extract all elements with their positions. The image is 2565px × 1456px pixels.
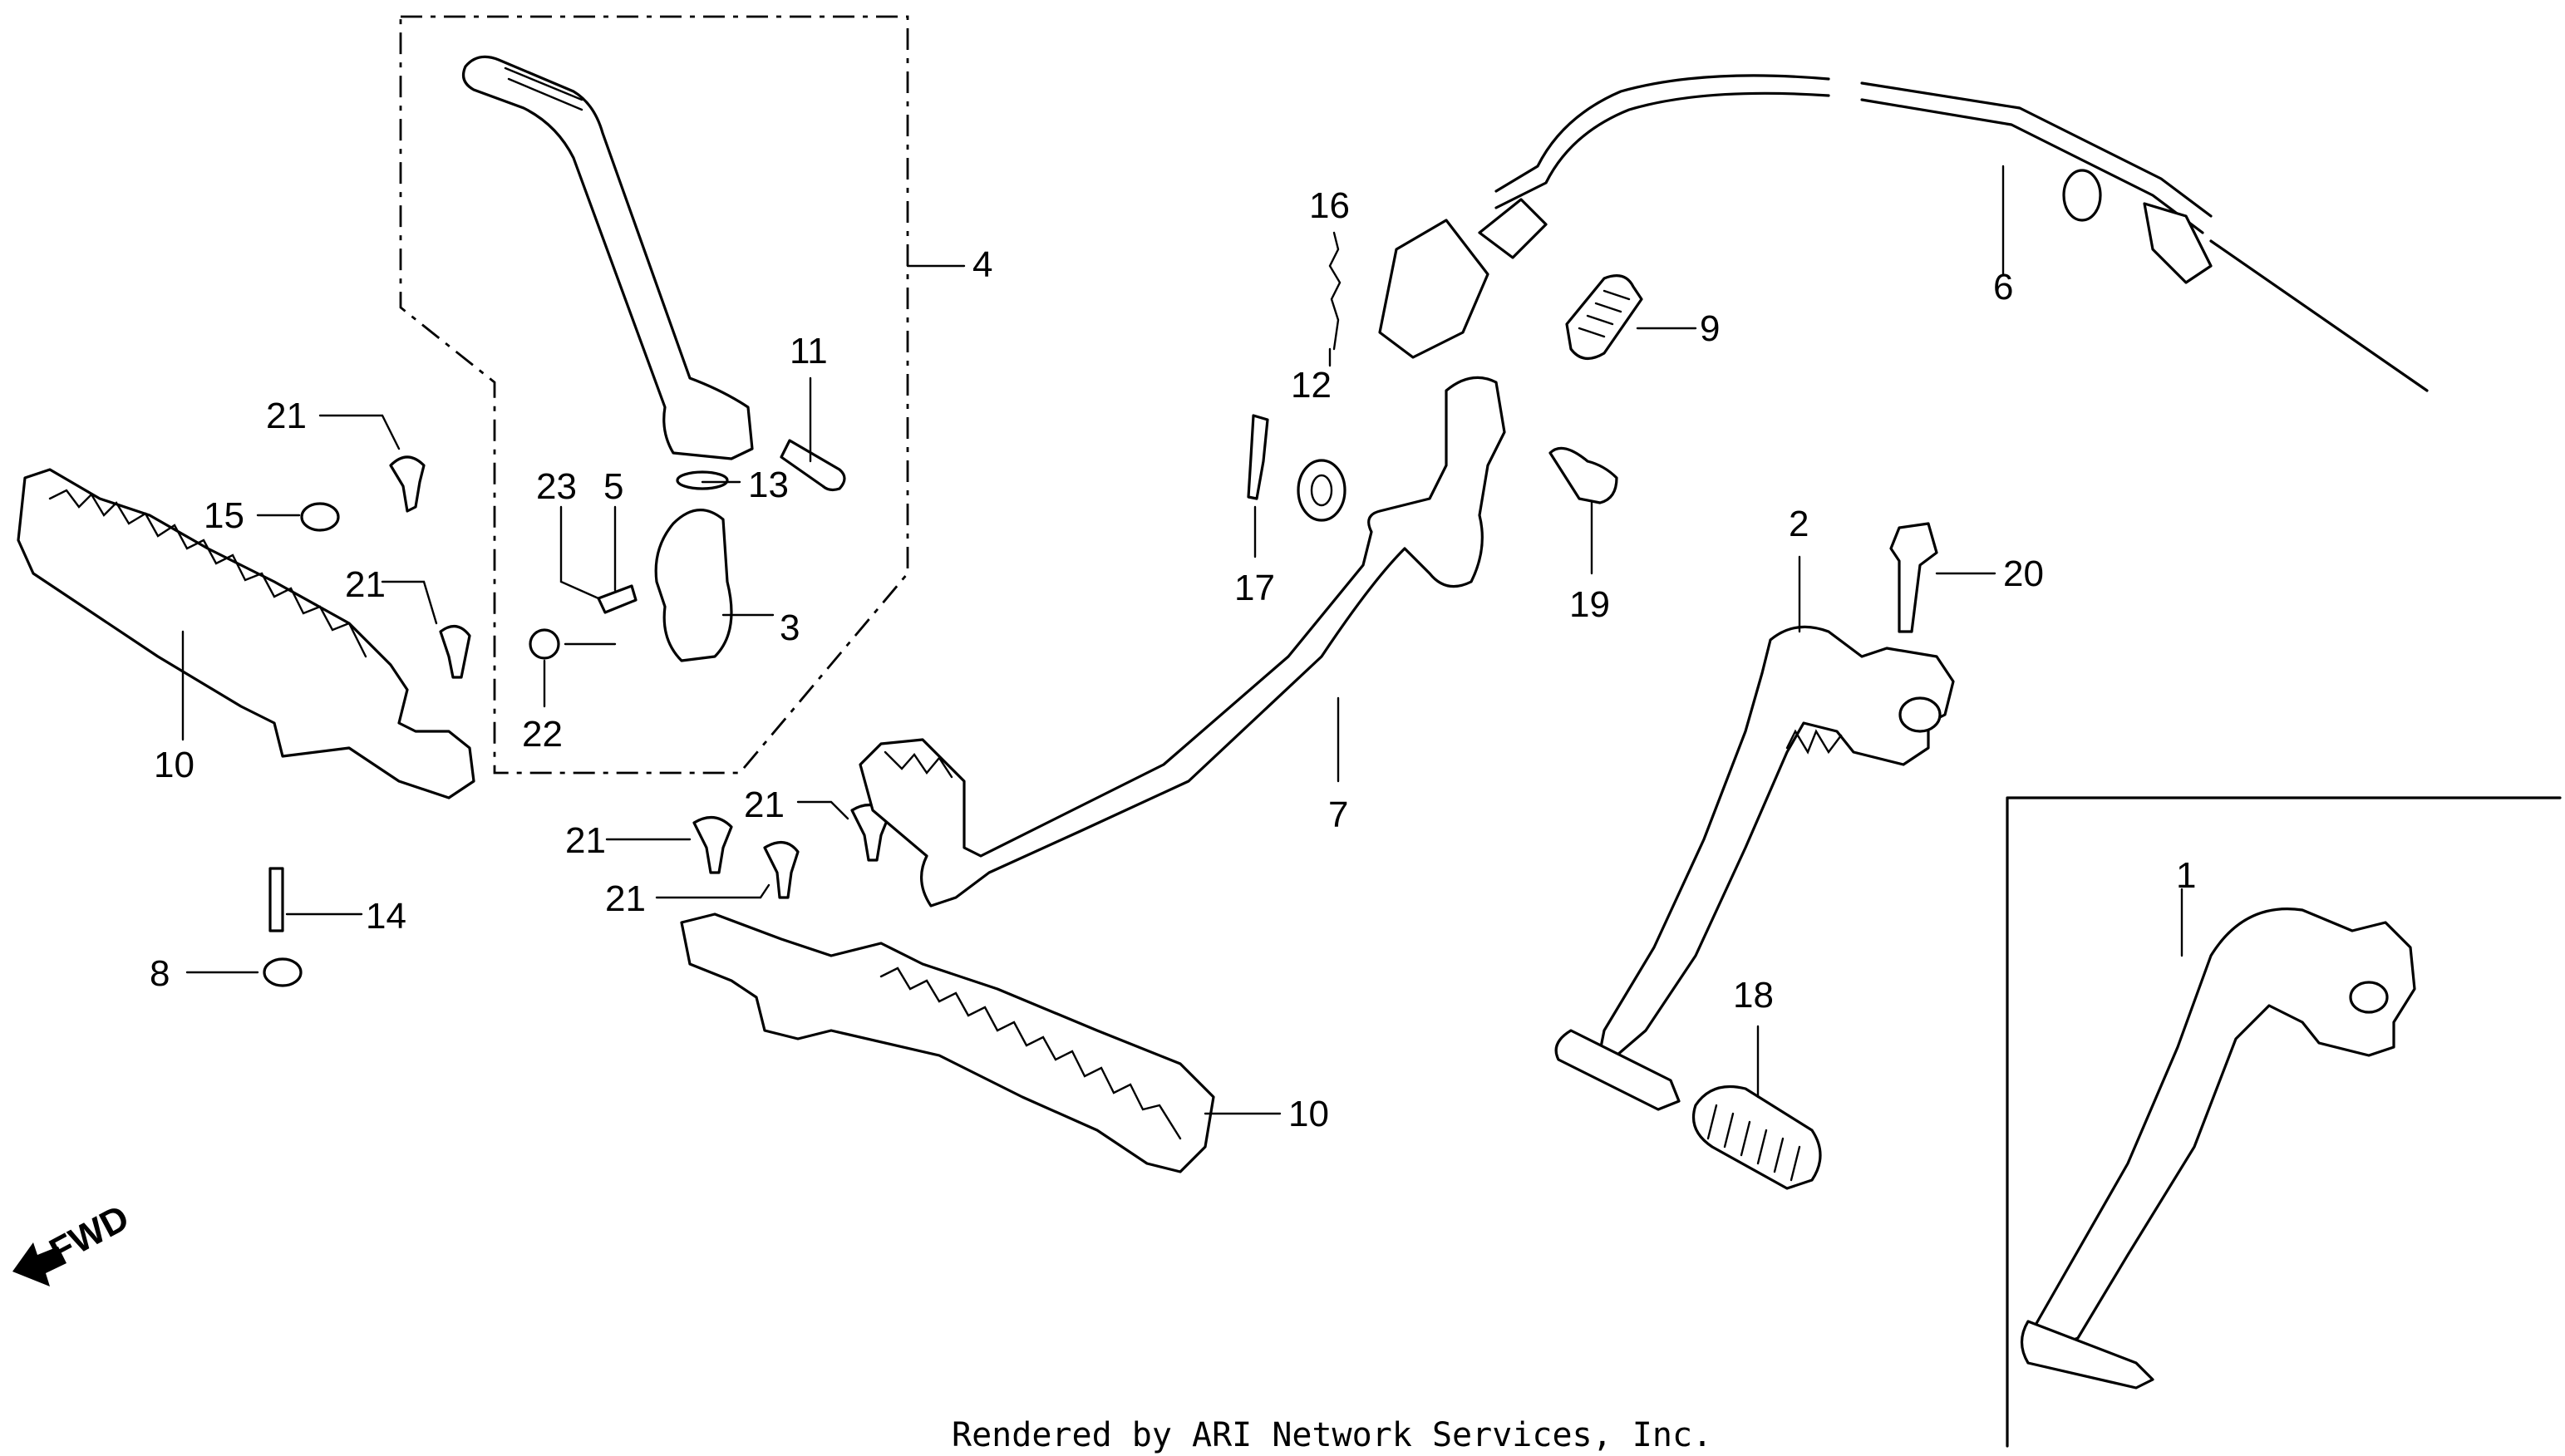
- callout-17: 17: [1234, 568, 1275, 608]
- inset-frame: [2006, 796, 2562, 1448]
- clip-15: [300, 502, 340, 532]
- brake-cable: [1378, 74, 2429, 392]
- fwd-direction-label: FWD: [43, 1198, 135, 1272]
- shift-lever-serration: [1785, 729, 1843, 755]
- callout-4: 4: [972, 244, 992, 285]
- footpeg-left: [17, 468, 475, 799]
- callout-1: 1: [2176, 855, 2196, 896]
- callout-12: 12: [1291, 365, 1332, 406]
- callout-14: 14: [366, 896, 406, 937]
- bolt-20: [1889, 522, 1938, 633]
- callout-22: 22: [522, 714, 563, 755]
- cable-sheath-left: [1494, 74, 1830, 193]
- callout-21-b: 21: [345, 564, 386, 605]
- pin-21-c: [692, 816, 733, 874]
- footpeg-left-teeth: [48, 489, 367, 658]
- shift-lever-alt: [2020, 908, 2416, 1390]
- cable-end-fitting: [1478, 198, 1548, 259]
- callout-21-e: 21: [605, 878, 646, 919]
- pin-17: [1247, 414, 1269, 500]
- brake-pedal-tread: [884, 750, 953, 779]
- footpeg-right: [680, 912, 1215, 1173]
- pin-14: [268, 867, 284, 932]
- washer-12: [1297, 459, 1347, 522]
- cotter-pin-16: [1328, 231, 1342, 351]
- shift-rubber-ribs: [1706, 1104, 1801, 1182]
- kick-boss-3: [654, 509, 733, 662]
- callout-21-c: 21: [744, 785, 785, 825]
- group-4-outline: [399, 15, 909, 775]
- clip-8: [263, 957, 303, 987]
- bolt-11: [780, 439, 846, 492]
- cable-inner-wire: [2209, 239, 2429, 392]
- pin-21-b: [439, 625, 471, 679]
- callout-2: 2: [1789, 504, 1809, 544]
- cable-spring-end: [2143, 202, 2213, 284]
- leader-lines: [181, 165, 2183, 1115]
- callout-3: 3: [780, 607, 800, 648]
- footpeg-left-body: [17, 468, 475, 799]
- kick-arm: [462, 55, 754, 460]
- shift-lever-boss-hole: [1898, 696, 1942, 733]
- kick-arm-assembly: [462, 55, 846, 662]
- callout-20: 20: [2003, 553, 2044, 594]
- circlip-13: [676, 470, 729, 490]
- brake-pedal: [859, 376, 1506, 908]
- cable-end-adjuster: [1378, 219, 1489, 359]
- cable-ferrule: [2062, 169, 2102, 222]
- kick-arm-grip-lines: [504, 66, 583, 111]
- callout-19: 19: [1569, 584, 1610, 625]
- callout-10-left: 10: [154, 745, 194, 785]
- callout-6: 6: [1993, 267, 2013, 307]
- shift-lever-tip: [1554, 1029, 1681, 1111]
- spring-pin-5: [597, 584, 638, 614]
- shift-lever: [1554, 625, 1955, 1111]
- fwd-arrow-icon: [12, 1242, 66, 1286]
- callout-13: 13: [748, 465, 789, 505]
- callout-10-right: 10: [1288, 1094, 1329, 1134]
- callout-21-d: 21: [565, 820, 606, 861]
- callout-21-a: 21: [266, 396, 307, 436]
- callout-18: 18: [1733, 975, 1774, 1016]
- spring-9: [1565, 274, 1643, 360]
- spring-9-coils: [1578, 289, 1631, 338]
- callout-9: 9: [1700, 308, 1720, 349]
- footpeg-right-body: [680, 912, 1215, 1173]
- footpeg-right-teeth: [879, 967, 1182, 1140]
- callout-8: 8: [150, 953, 170, 994]
- cable-sheath-right-2: [1860, 98, 2204, 234]
- callout-16: 16: [1309, 185, 1350, 226]
- pin-19: [1548, 446, 1618, 504]
- brake-pedal-body: [859, 376, 1506, 908]
- credit-text: Rendered by ARI Network Services, Inc.: [952, 1416, 1712, 1454]
- washer-22: [529, 628, 560, 660]
- shift-lever-body: [1598, 625, 1955, 1060]
- pin-21-d: [763, 841, 800, 899]
- callout-23: 23: [536, 466, 577, 507]
- pin-21-a: [389, 455, 426, 513]
- callout-11: 11: [790, 331, 828, 371]
- shift-lever-alt-body: [2026, 908, 2416, 1356]
- washer-12-hole: [1310, 474, 1333, 507]
- shift-lever-alt-tip: [2020, 1320, 2154, 1390]
- shift-rubber-18: [1691, 1085, 1822, 1190]
- cable-sheath-left-2: [1494, 91, 1830, 209]
- shift-lever-alt-hole: [2349, 981, 2389, 1014]
- callout-7: 7: [1328, 794, 1348, 835]
- callout-15: 15: [204, 495, 244, 536]
- callout-5: 5: [603, 466, 623, 507]
- cable-sheath-right: [1860, 81, 2213, 218]
